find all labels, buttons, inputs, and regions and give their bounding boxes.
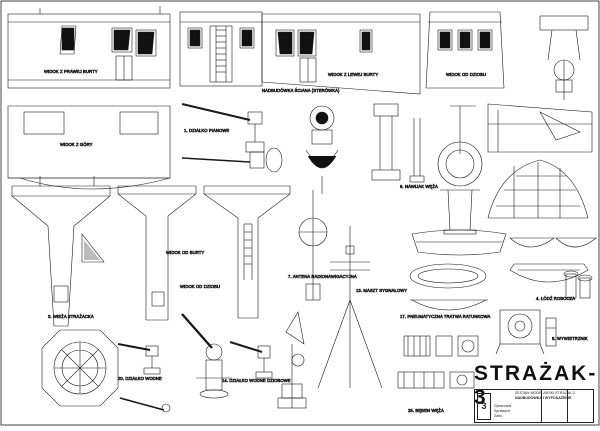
title-block: 3 ZESTAW MODELARSKI STRAŻAK-3 NADBUDÓWKA… <box>474 389 594 423</box>
title-block-divider <box>567 390 568 422</box>
port-side-view <box>7 6 171 89</box>
label-antenna: 7. ANTENA RADIONAWIGACYJNA <box>288 274 357 279</box>
window-icon <box>479 31 491 49</box>
fire-tower-back <box>203 185 291 319</box>
bow-cannon-detail <box>181 313 232 399</box>
vent-pipes <box>563 270 593 299</box>
fire-tower-side <box>11 176 111 327</box>
label-lifeboat: 4. ŁÓDŹ ROBOCZA <box>536 296 575 301</box>
window-icon <box>137 31 155 55</box>
label-port-view: WIDOK Z PRAWEJ BURTY <box>44 69 98 74</box>
liferaft-top <box>409 263 488 311</box>
hose-reel-detail <box>437 105 483 235</box>
title-block-row: Zatw. <box>494 414 503 418</box>
lifeboat-views <box>509 237 597 283</box>
antenna-detail <box>298 190 328 301</box>
signal-mast <box>317 226 383 389</box>
drawing-title: STRAŻAK-3 <box>474 362 598 409</box>
title-block-sub: NADBUDÓWKA I WYPOSAŻENIE <box>515 396 572 400</box>
label-vent: 8. WYWIETRZNIK <box>552 336 588 341</box>
window-icon <box>113 29 131 51</box>
label-foam-cannon: 1. DZIAŁKO PIANOWE <box>184 128 229 133</box>
water-cannon-small <box>117 343 171 413</box>
label-fire-tower: 3. WIEŻA STRAŻACKA <box>48 314 94 319</box>
foam-cannon-detail <box>181 103 283 173</box>
label-bow-view: WIDOK OD DZIOBU <box>446 72 486 77</box>
window-icon <box>241 29 253 47</box>
lifeboat-deck-view <box>487 103 593 153</box>
window-icon <box>459 31 471 49</box>
title-block-row: Opracował <box>494 404 512 408</box>
title-block-header: ZESTAW MODELARSKI STRAŻAK-3 <box>515 391 575 395</box>
title-block-row: Sprawdził <box>494 409 510 413</box>
starboard-side-view <box>261 13 421 95</box>
searchlight-detail <box>305 105 339 194</box>
label-rear-wall: NADBUDÓWKA ŚCIANA (STERÓWKA) <box>262 88 340 93</box>
label-top-view: WIDOK Z GÓRY <box>60 142 93 147</box>
label-hose-reel: 9. NAWIJAK WĘŻA <box>400 184 438 189</box>
title-block-divider <box>541 390 542 422</box>
label-side-view-small: WIDOK OD BURTY <box>166 250 204 255</box>
label-cannon-small: 20. DZIAŁKO WODNE <box>118 376 162 381</box>
boat-cover-detail <box>487 159 589 219</box>
radar-reflector <box>539 15 589 100</box>
tower-top-plan <box>41 329 119 407</box>
winch-drum <box>397 335 479 389</box>
logo-mark: 3 <box>477 393 491 420</box>
hose-stand <box>277 311 307 409</box>
window-icon <box>439 31 451 49</box>
vent-detail <box>371 103 425 183</box>
label-bow-view-small: WIDOK OD DZIOBU <box>180 284 220 289</box>
window-icon <box>189 29 201 47</box>
window-icon <box>299 31 315 55</box>
bow-view <box>425 11 505 89</box>
window-icon <box>61 27 75 51</box>
cannon-mount <box>229 341 273 379</box>
fire-tower-front <box>117 185 197 321</box>
label-cannon-bow: 14. DZIAŁKO WODNE DZIOBOWE <box>222 378 291 383</box>
label-stbd-view: WIDOK Z LEWEJ BURTY <box>328 72 378 77</box>
window-icon <box>361 31 371 51</box>
label-mast: 13. MASZT SYGNAŁOWY <box>356 288 407 293</box>
liferaft-side <box>411 229 507 256</box>
window-icon <box>277 31 293 55</box>
label-drum: 25. BĘBEN WĘŻA <box>408 408 444 413</box>
top-view <box>7 105 171 190</box>
rear-wall-view <box>179 11 263 87</box>
hose-reel-side <box>495 309 557 355</box>
label-liferaft: 17. PNEUMATYCZNA TRATWA RATUNKOWA <box>400 314 490 319</box>
